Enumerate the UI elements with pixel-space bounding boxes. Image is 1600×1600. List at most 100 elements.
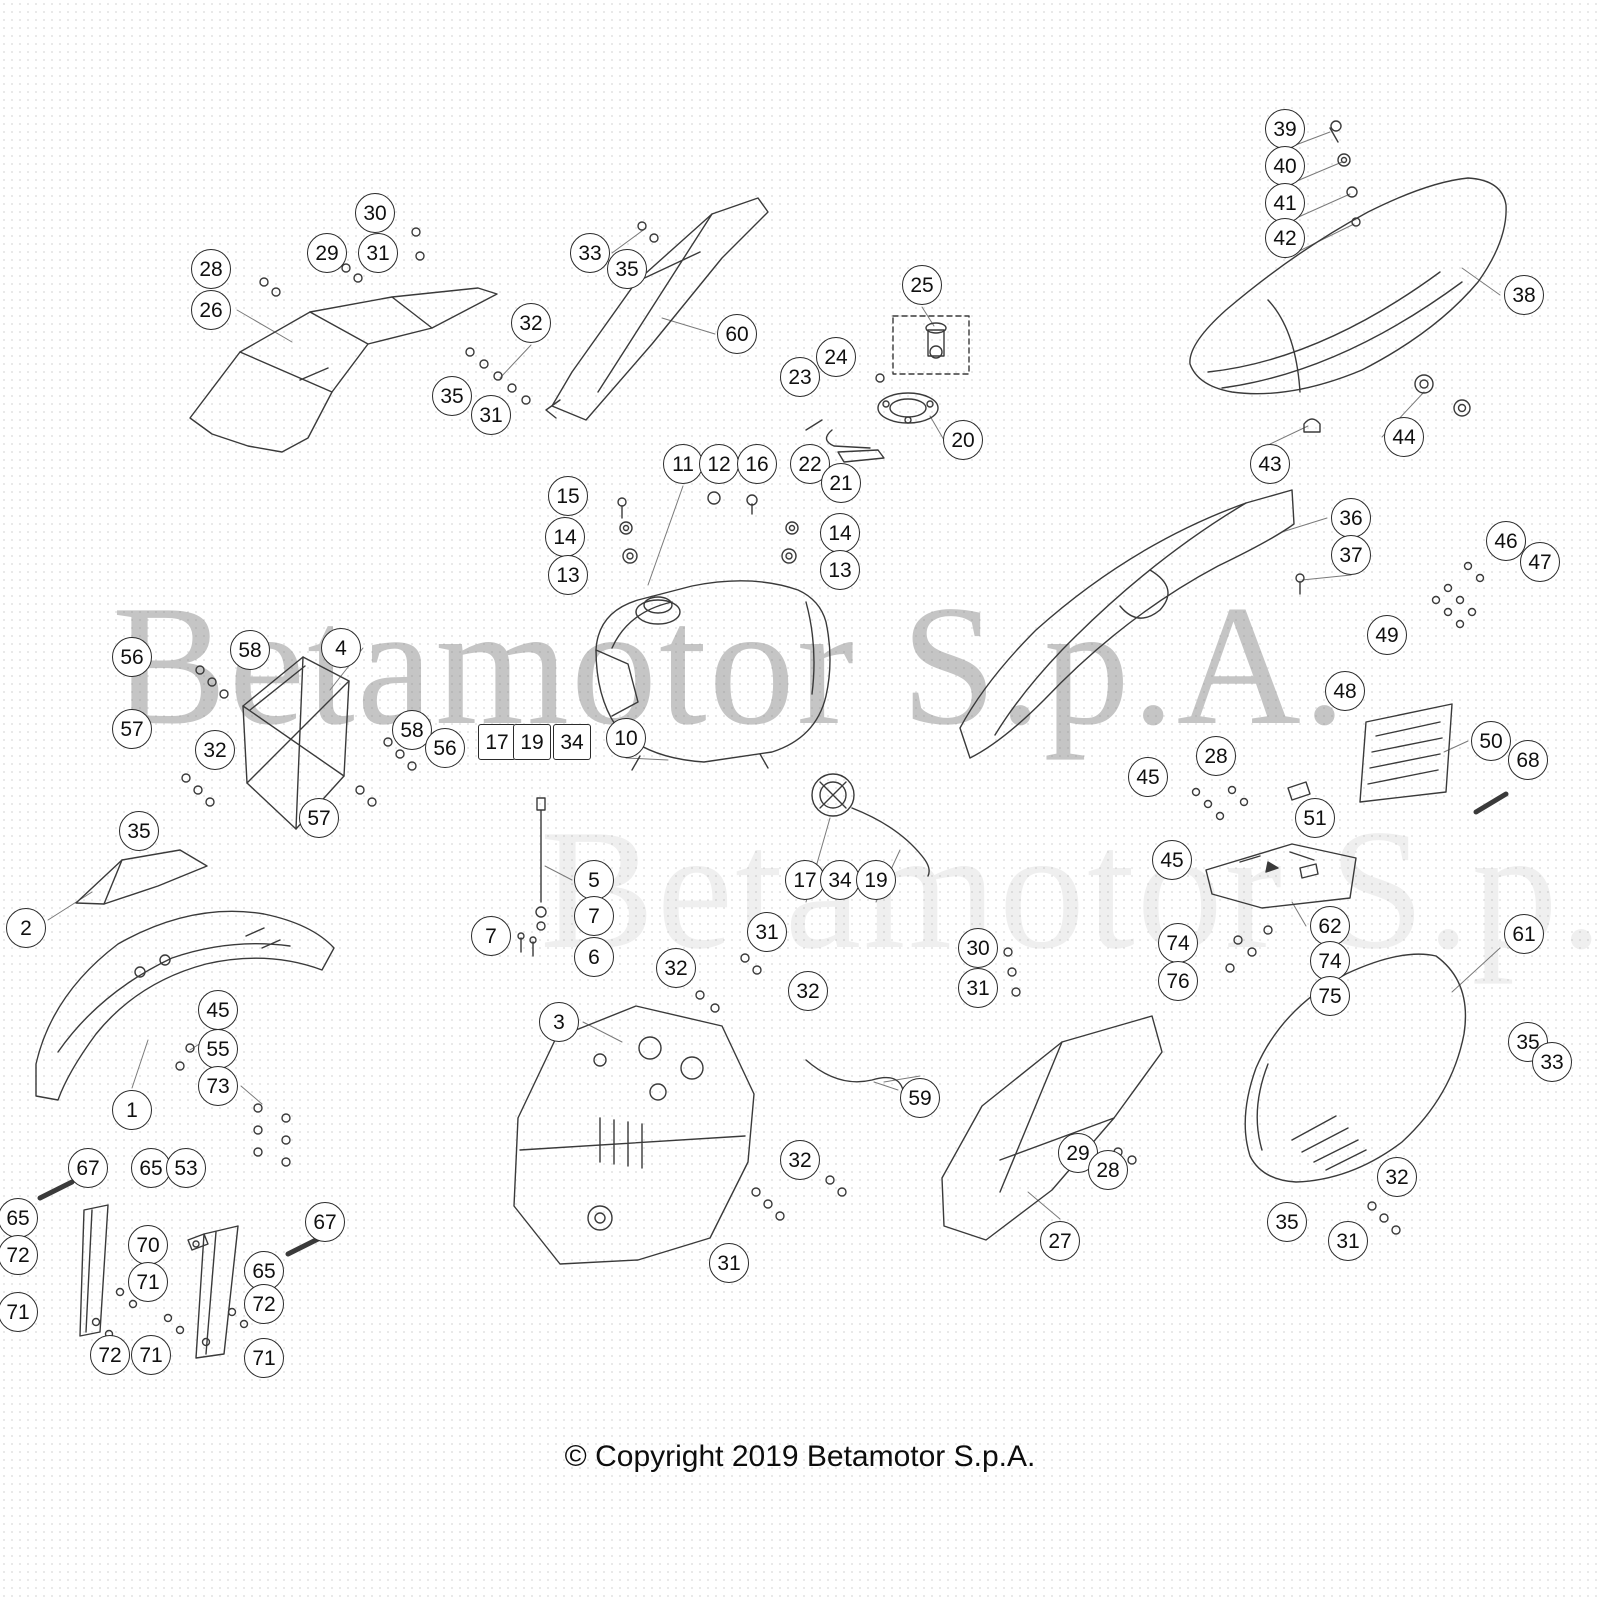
callout-7: 7 — [471, 916, 511, 956]
fork-guard-parts — [37, 1179, 323, 1359]
callout-73: 73 — [198, 1066, 238, 1106]
callout-3: 3 — [539, 1002, 579, 1042]
callout-71: 71 — [128, 1262, 168, 1302]
seat-part — [1189, 120, 1507, 433]
callout-60: 60 — [717, 314, 757, 354]
callout-25: 25 — [902, 265, 942, 305]
callout-20: 20 — [943, 420, 983, 460]
callout-12: 12 — [699, 444, 739, 484]
callout-31: 31 — [958, 968, 998, 1008]
callout-71: 71 — [0, 1292, 38, 1332]
number-plate-panel-part — [545, 197, 769, 421]
callout-57: 57 — [112, 709, 152, 749]
callout-72: 72 — [244, 1284, 284, 1324]
callout-16: 16 — [737, 444, 777, 484]
callout-44: 44 — [1384, 417, 1424, 457]
mudflap-bracket-part — [1205, 843, 1357, 973]
callout-72: 72 — [90, 1335, 130, 1375]
callout-76: 76 — [1158, 961, 1198, 1001]
callout-47: 47 — [1520, 542, 1560, 582]
callout-71: 71 — [244, 1338, 284, 1378]
callout-36: 36 — [1331, 498, 1371, 538]
callout-26: 26 — [191, 290, 231, 330]
callout-75: 75 — [1310, 976, 1350, 1016]
callout-45: 45 — [198, 990, 238, 1030]
callout-65: 65 — [131, 1148, 171, 1188]
headlight-mask-part — [242, 656, 350, 830]
callout-11: 11 — [663, 444, 703, 484]
callout-23: 23 — [780, 357, 820, 397]
callout-33: 33 — [570, 233, 610, 273]
callout-6: 6 — [574, 937, 614, 977]
callout-28: 28 — [1088, 1150, 1128, 1190]
callout-32: 32 — [511, 303, 551, 343]
callout-35: 35 — [607, 249, 647, 289]
callout-10: 10 — [606, 718, 646, 758]
callout-55: 55 — [198, 1029, 238, 1069]
callout-35: 35 — [1267, 1202, 1307, 1242]
callout-32: 32 — [1377, 1157, 1417, 1197]
intake-grille-part — [1359, 703, 1453, 803]
rear-fender-part — [959, 489, 1305, 759]
callout-31: 31 — [471, 395, 511, 435]
callout-58: 58 — [392, 710, 432, 750]
callout-65: 65 — [0, 1198, 38, 1238]
callout-15: 15 — [548, 476, 588, 516]
mini-mudguard-part — [75, 849, 208, 905]
callout-32: 32 — [195, 730, 235, 770]
callout-70: 70 — [128, 1225, 168, 1265]
callout-37: 37 — [1331, 535, 1371, 575]
callout-32: 32 — [780, 1140, 820, 1180]
callout-38: 38 — [1504, 275, 1544, 315]
callout-56: 56 — [112, 637, 152, 677]
callout-62: 62 — [1310, 906, 1350, 946]
callout-67: 67 — [305, 1202, 345, 1242]
callout-30: 30 — [355, 193, 395, 233]
callout-19: 19 — [856, 860, 896, 900]
callout-56: 56 — [425, 728, 465, 768]
callout-45: 45 — [1152, 840, 1192, 880]
callout-28: 28 — [191, 249, 231, 289]
callout-50: 50 — [1471, 721, 1511, 761]
callout-7: 7 — [574, 896, 614, 936]
callout-39: 39 — [1265, 109, 1305, 149]
callout-1: 1 — [112, 1090, 152, 1130]
callout-31: 31 — [1328, 1221, 1368, 1261]
callout-34: 34 — [553, 724, 591, 760]
callout-68: 68 — [1508, 740, 1548, 780]
callout-19: 19 — [513, 724, 551, 760]
callout-72: 72 — [0, 1235, 38, 1275]
filler-cap-part — [811, 773, 930, 877]
fuel-tap-part — [517, 797, 547, 957]
callout-31: 31 — [709, 1243, 749, 1283]
callout-43: 43 — [1250, 444, 1290, 484]
breather-hose-part — [851, 807, 930, 877]
side-panel-left-part — [941, 1015, 1163, 1241]
callout-32: 32 — [788, 971, 828, 1011]
callout-21: 21 — [821, 463, 861, 503]
callout-30: 30 — [958, 928, 998, 968]
fuel-pump-part — [805, 315, 970, 463]
callout-14: 14 — [545, 517, 585, 557]
callout-40: 40 — [1265, 146, 1305, 186]
callout-57: 57 — [299, 798, 339, 838]
callout-35: 35 — [432, 376, 472, 416]
callout-59: 59 — [900, 1078, 940, 1118]
callout-61: 61 — [1504, 914, 1544, 954]
callout-71: 71 — [131, 1335, 171, 1375]
clip-part — [1287, 781, 1311, 801]
callout-41: 41 — [1265, 183, 1305, 223]
callout-53: 53 — [166, 1148, 206, 1188]
callout-35: 35 — [119, 811, 159, 851]
headlight-support-part — [189, 287, 498, 453]
drain-hose-part — [805, 1059, 904, 1091]
callout-2: 2 — [6, 908, 46, 948]
callout-5: 5 — [574, 860, 614, 900]
callout-42: 42 — [1265, 218, 1305, 258]
callout-34: 34 — [820, 860, 860, 900]
trim-strip-part — [1473, 791, 1509, 815]
callout-74: 74 — [1310, 941, 1350, 981]
